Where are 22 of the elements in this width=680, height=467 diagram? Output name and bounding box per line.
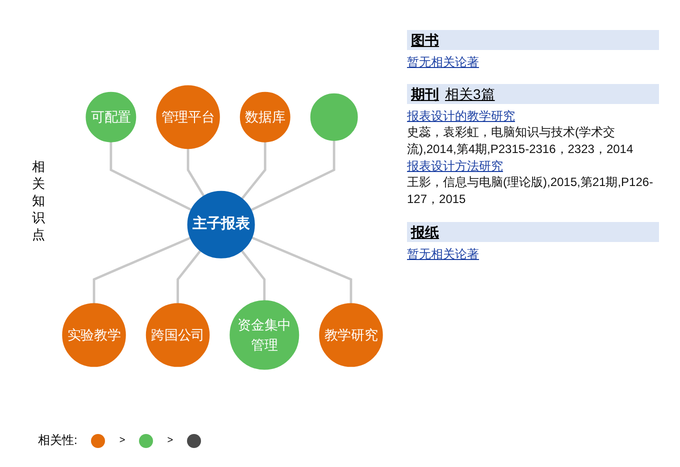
- topic-circle: 资金集中管理: [230, 300, 300, 370]
- section-heading: 报纸: [411, 224, 439, 240]
- greater-than-sign: >: [119, 435, 126, 446]
- legend-title: 相关性:: [38, 432, 78, 449]
- section-heading: 图书: [411, 32, 439, 48]
- article-link: 暂无相关论著: [407, 246, 479, 262]
- topic-circle: 数据库: [240, 92, 290, 142]
- greater-than-sign: >: [167, 435, 174, 446]
- count-link: 相关3篇: [445, 86, 495, 102]
- topic-circle: 可配置: [86, 92, 136, 142]
- topic-circle: 主子报表: [187, 190, 255, 258]
- section-heading: 期刊: [411, 86, 439, 102]
- topic-circle: 教学研究: [319, 303, 383, 367]
- article-link: 报表设计方法研究: [407, 158, 503, 174]
- article-link: 报表设计的教学研究: [407, 108, 515, 124]
- citation-text: 王影，信息与电脑(理论版),2015,第21期,P126-127，2015: [407, 174, 654, 208]
- topic-circle: 跨国公司: [146, 303, 210, 367]
- topic-circle: 实验教学: [62, 303, 126, 367]
- vertical-label: 相关知识点: [32, 158, 46, 243]
- article-link: 暂无相关论著: [407, 54, 479, 70]
- citation-text: 史蕊，袁彩虹，电脑知识与技术(学术交流),2014,第4期,P2315-2316，2323，2014: [407, 124, 634, 158]
- topic-circle: 管理平台: [156, 85, 220, 149]
